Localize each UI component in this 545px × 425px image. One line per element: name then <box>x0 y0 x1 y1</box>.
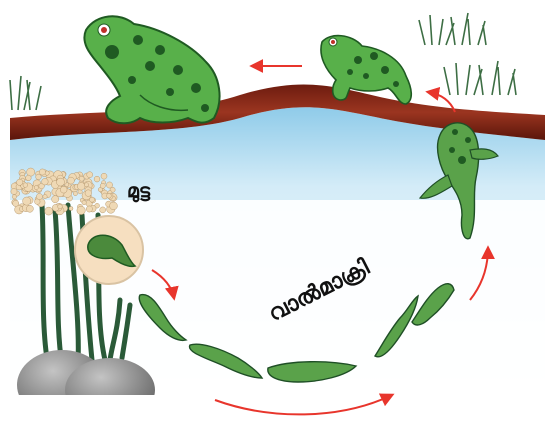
egg <box>73 192 77 196</box>
egg <box>13 200 19 206</box>
egg <box>36 194 42 200</box>
grass-tuft-right-top <box>419 13 486 45</box>
egg <box>77 183 85 191</box>
grass-tuft-left <box>10 76 41 110</box>
egg <box>34 186 38 190</box>
egg <box>79 176 84 181</box>
egg <box>77 206 85 214</box>
egg <box>101 173 107 179</box>
egg <box>43 194 47 198</box>
egg <box>11 188 17 194</box>
egg <box>69 207 73 211</box>
egg <box>26 205 33 212</box>
egg <box>23 183 28 188</box>
egg <box>86 206 92 212</box>
egg <box>60 186 67 193</box>
egg <box>94 176 100 182</box>
egg <box>39 169 45 175</box>
egg <box>52 196 59 203</box>
egg <box>67 177 74 184</box>
egg <box>110 202 118 210</box>
egg <box>42 178 49 185</box>
adult-frog <box>84 16 219 123</box>
egg <box>107 193 112 198</box>
egg <box>45 207 53 215</box>
egg <box>85 190 92 197</box>
egg <box>26 175 32 181</box>
egg <box>36 174 42 180</box>
egg <box>100 207 106 213</box>
grass-tuft-right-mid <box>444 61 516 95</box>
egg-label: മുട്ട <box>127 180 150 202</box>
egg <box>23 197 31 205</box>
egg <box>106 182 112 188</box>
egg <box>12 195 16 199</box>
egg <box>57 178 65 186</box>
rock-base-mask <box>10 395 170 425</box>
egg <box>90 197 95 202</box>
egg <box>84 183 88 187</box>
egg <box>82 200 86 204</box>
egg <box>58 204 63 209</box>
egg <box>100 183 105 188</box>
egg <box>87 172 93 178</box>
